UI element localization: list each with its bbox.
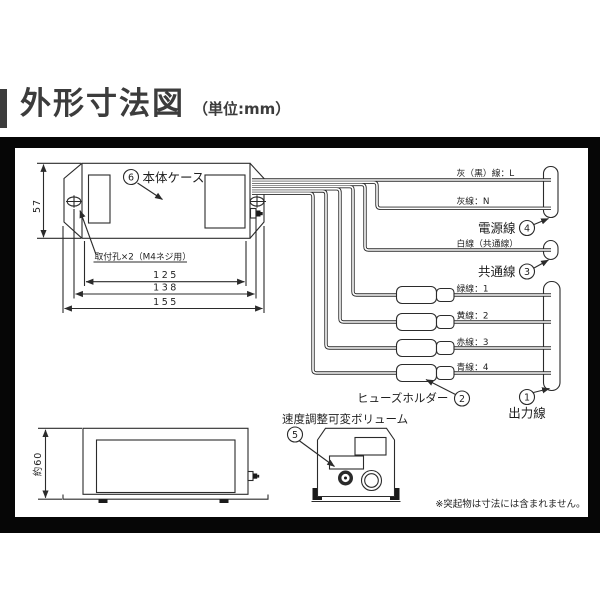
mount-hole-right bbox=[249, 195, 266, 208]
fuse-holder-4 bbox=[395, 363, 455, 383]
label-line-blue: 青線：4 bbox=[457, 361, 489, 373]
fuse-holder-1 bbox=[395, 285, 455, 305]
drawing-frame: 57 125 138 155 6 本体ケース 取付孔×2（M4ネジ用） bbox=[0, 137, 600, 533]
dim-height-57: 57 bbox=[32, 199, 43, 213]
page-header: 外形寸法図 （単位:mm） bbox=[20, 86, 290, 123]
fuse-holder-2 bbox=[395, 312, 455, 332]
case-label: 本体ケース bbox=[143, 170, 205, 185]
common-num: 3 bbox=[524, 267, 530, 278]
unit-label: （単位:mm） bbox=[193, 100, 291, 119]
page-title: 外形寸法図 bbox=[20, 86, 185, 122]
wire-labels: 灰（黒）線：L 灰線：N 電源線 4 白線（共通線） 共通線 3 緑線：1 黄線… bbox=[357, 167, 550, 421]
drawing-area bbox=[15, 148, 588, 517]
label-line-red: 赤線：3 bbox=[457, 336, 489, 348]
mount-hole-label-group: 取付孔×2（M4ネジ用） bbox=[79, 210, 192, 263]
fuse-num: 2 bbox=[459, 394, 465, 405]
label-line-yellow: 黄線：2 bbox=[457, 310, 489, 322]
fuse-holder-3 bbox=[395, 338, 455, 358]
power-num: 4 bbox=[524, 223, 530, 234]
dim-side-height: 約60 bbox=[32, 452, 44, 477]
wires-core bbox=[252, 179, 551, 374]
protrusion-note: ※突起物は寸法には含まれません。 bbox=[435, 498, 585, 510]
dim-holes-138: 138 bbox=[153, 283, 179, 294]
top-view-dimensions: 57 125 138 155 bbox=[32, 162, 265, 313]
top-view-case bbox=[63, 162, 266, 239]
mount-hole-label: 取付孔×2（M4ネジ用） bbox=[95, 252, 192, 263]
label-output: 出力線 bbox=[508, 406, 546, 421]
volume-num: 5 bbox=[292, 430, 298, 441]
label-fuse-holder: ヒューズホルダー bbox=[357, 391, 448, 405]
side-view: 約60 bbox=[32, 427, 269, 503]
label-line-green: 緑線：1 bbox=[457, 283, 489, 295]
dimension-drawing: 57 125 138 155 6 本体ケース 取付孔×2（M4ネジ用） bbox=[15, 148, 588, 517]
side-foot-left bbox=[98, 499, 108, 503]
fuse-holders bbox=[395, 285, 455, 383]
side-foot-right bbox=[219, 499, 229, 503]
case-label-group: 6 本体ケース bbox=[122, 168, 205, 200]
label-speed-volume: 速度調整可変ボリューム bbox=[282, 412, 408, 426]
label-line-l: 灰（黒）線：L bbox=[457, 167, 515, 179]
side-connector bbox=[253, 473, 258, 479]
output-num: 1 bbox=[524, 392, 530, 403]
label-line-n: 灰線：N bbox=[457, 195, 490, 207]
mount-hole-left bbox=[66, 195, 83, 208]
title-accent-bar bbox=[0, 89, 7, 128]
dim-overall-155: 155 bbox=[153, 297, 179, 308]
case-num: 6 bbox=[128, 172, 134, 183]
dim-body-125: 125 bbox=[153, 270, 179, 281]
label-line-white: 白線（共通線） bbox=[457, 238, 519, 250]
label-common: 共通線 bbox=[478, 264, 516, 279]
end-view: 速度調整可変ボリューム 5 bbox=[282, 412, 408, 503]
label-power: 電源線 bbox=[478, 221, 516, 236]
